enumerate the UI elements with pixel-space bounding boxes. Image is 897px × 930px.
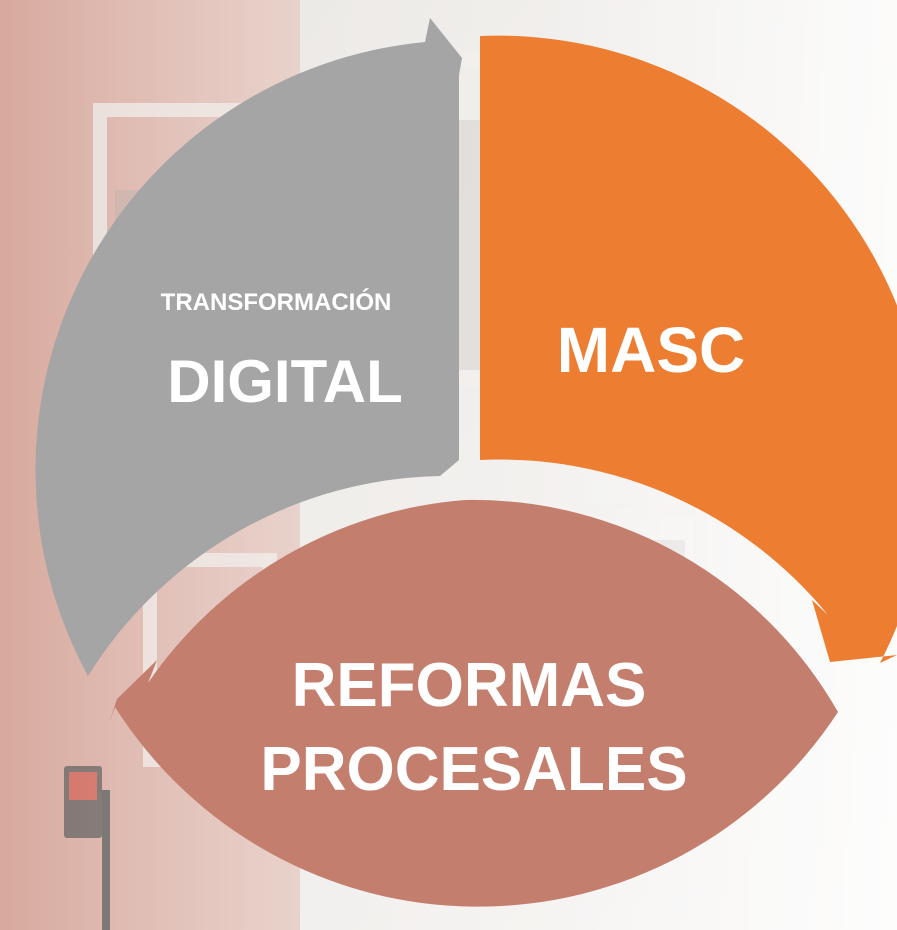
segment-digital-label: DIGITAL <box>167 348 403 415</box>
segment-reformas: REFORMAS PROCESALES <box>109 499 838 907</box>
segment-masc-label: MASC <box>557 314 745 386</box>
segment-digital-shape <box>35 18 462 676</box>
segment-reformas-label-line2: PROCESALES <box>260 735 687 804</box>
segment-masc: MASC <box>480 35 897 663</box>
segment-masc-shape <box>480 35 897 663</box>
segment-digital-small-label: TRANSFORMACIÓN <box>161 288 392 316</box>
segment-digital: TRANSFORMACIÓN DIGITAL <box>35 18 462 676</box>
segment-reformas-label-line1: REFORMAS <box>292 651 647 720</box>
segment-reformas-shape <box>109 499 838 907</box>
